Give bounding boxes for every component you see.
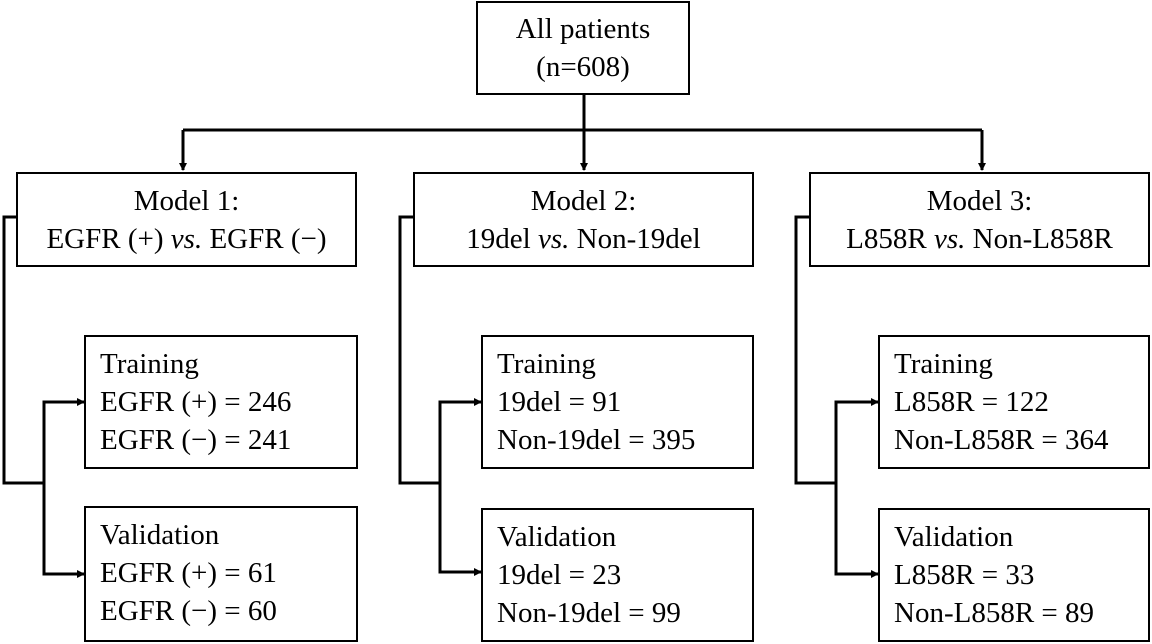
arrow-to-validation-2 bbox=[438, 483, 482, 576]
training-1-line-2: EGFR (−) = 241 bbox=[100, 424, 292, 456]
arrow-to-validation-1 bbox=[42, 483, 85, 578]
training-3-label: Training bbox=[894, 348, 993, 380]
model-1-title: Model 1: bbox=[133, 184, 240, 217]
model-1-box: Model 1: EGFR (+) vs. EGFR (−) bbox=[16, 172, 357, 267]
validation-2-line-1: 19del = 23 bbox=[497, 559, 622, 591]
model-2-title: Model 2: bbox=[530, 184, 637, 217]
validation-3-box: Validation L858R = 33 Non-L858R = 89 bbox=[878, 508, 1150, 642]
arrow-to-training-1 bbox=[42, 398, 85, 483]
model-2-branch bbox=[398, 215, 440, 485]
training-3-box: Training L858R = 122 Non-L858R = 364 bbox=[878, 335, 1150, 469]
validation-2-label: Validation bbox=[497, 521, 617, 553]
root-box: All patients (n=608) bbox=[476, 1, 690, 95]
validation-2-line-2: Non-19del = 99 bbox=[497, 597, 681, 629]
training-2-box: Training 19del = 91 Non-19del = 395 bbox=[481, 335, 754, 469]
training-3-line-2: Non-L858R = 364 bbox=[894, 424, 1109, 456]
training-1-box: Training EGFR (+) = 246 EGFR (−) = 241 bbox=[84, 335, 358, 469]
arrow-to-validation-3 bbox=[834, 483, 879, 578]
root-title: All patients bbox=[515, 13, 651, 45]
arrow-to-training-3 bbox=[834, 398, 879, 483]
model-1-comparison: EGFR (+) vs. EGFR (−) bbox=[46, 222, 327, 255]
validation-2-box: Validation 19del = 23 Non-19del = 99 bbox=[481, 508, 754, 642]
model-3-box: Model 3: L858R vs. Non-L858R bbox=[809, 172, 1150, 267]
arrow-to-training-2 bbox=[438, 398, 482, 483]
training-2-label: Training bbox=[497, 348, 596, 380]
training-1-line-1: EGFR (+) = 246 bbox=[100, 386, 292, 418]
model-3-title: Model 3: bbox=[926, 184, 1033, 217]
validation-1-box: Validation EGFR (+) = 61 EGFR (−) = 60 bbox=[84, 506, 358, 642]
training-2-line-2: Non-19del = 395 bbox=[497, 424, 696, 456]
training-2-line-1: 19del = 91 bbox=[497, 386, 622, 418]
model-2-comparison: 19del vs. Non-19del bbox=[466, 222, 701, 255]
root-count: (n=608) bbox=[536, 51, 630, 83]
training-1-label: Training bbox=[100, 348, 199, 380]
validation-1-label: Validation bbox=[100, 519, 220, 551]
model-3-branch bbox=[794, 215, 836, 485]
validation-3-line-2: Non-L858R = 89 bbox=[894, 597, 1095, 629]
validation-3-label: Validation bbox=[894, 521, 1014, 553]
validation-3-line-1: L858R = 33 bbox=[894, 559, 1035, 591]
model-2-box: Model 2: 19del vs. Non-19del bbox=[413, 172, 754, 267]
model-3-comparison: L858R vs. Non-L858R bbox=[846, 222, 1113, 255]
validation-1-line-1: EGFR (+) = 61 bbox=[100, 557, 277, 589]
validation-1-line-2: EGFR (−) = 60 bbox=[100, 595, 277, 627]
training-3-line-1: L858R = 122 bbox=[894, 386, 1049, 418]
model-1-branch bbox=[2, 215, 44, 485]
